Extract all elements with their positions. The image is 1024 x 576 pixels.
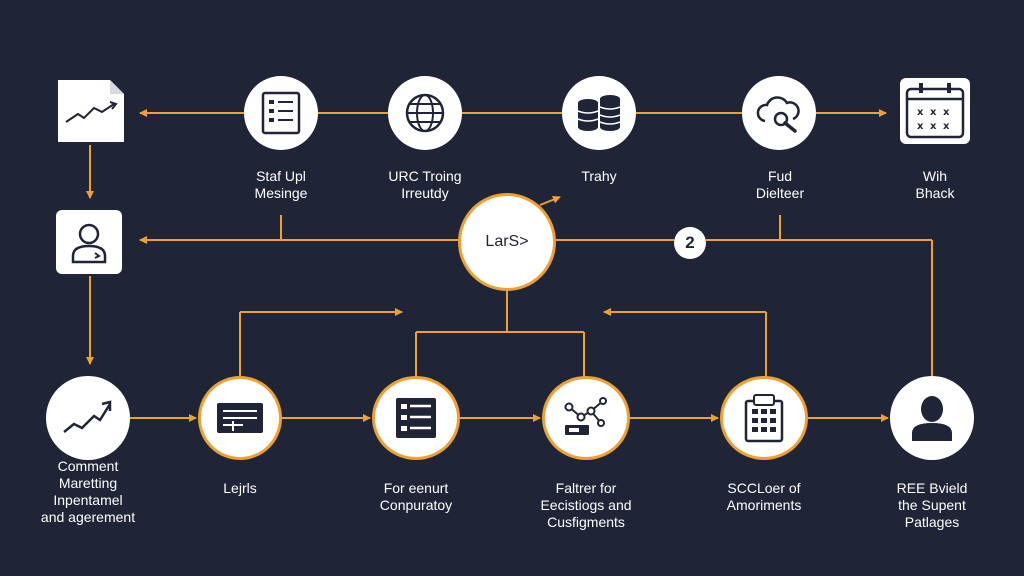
chart-document-node[interactable] (54, 78, 126, 144)
svg-text:x: x (917, 121, 924, 132)
list-document-icon (261, 91, 301, 135)
svg-text:x: x (917, 107, 924, 118)
form-card-icon (217, 403, 263, 433)
staff-message-node[interactable] (244, 76, 318, 150)
global-tracking-node[interactable] (388, 76, 462, 150)
user-avatar-icon (912, 396, 952, 441)
person-node[interactable] (56, 210, 122, 274)
list-icon (396, 398, 436, 438)
leads-node[interactable] (198, 376, 282, 460)
support-node[interactable] (890, 376, 974, 460)
globe-icon (405, 93, 445, 133)
clipboard-icon (744, 394, 784, 443)
marketing-node[interactable] (46, 376, 130, 460)
svg-text:x: x (930, 107, 937, 118)
svg-text:x: x (930, 121, 937, 132)
share-graph-icon (564, 397, 607, 435)
cloud-search-node[interactable] (742, 76, 816, 150)
svg-text:x: x (943, 107, 950, 118)
step-badge-number: 2 (685, 233, 695, 252)
svg-text:x: x (943, 121, 950, 132)
chart-document-icon (58, 80, 124, 142)
step-badge: 2 (674, 227, 706, 259)
database-node[interactable] (562, 76, 636, 150)
computation-node[interactable] (372, 376, 460, 460)
leads-label: Lejrls (223, 480, 257, 496)
trend-up-icon (63, 400, 112, 433)
database-label: Trahy (581, 168, 617, 184)
database-icon (577, 95, 621, 131)
filter-segments-node[interactable] (542, 376, 630, 460)
hub-label: LarS> (485, 233, 529, 250)
hub-node[interactable]: LarS> (458, 193, 556, 291)
amendments-node[interactable] (720, 376, 808, 460)
cloud-search-icon (756, 96, 800, 133)
person-icon (71, 223, 107, 264)
